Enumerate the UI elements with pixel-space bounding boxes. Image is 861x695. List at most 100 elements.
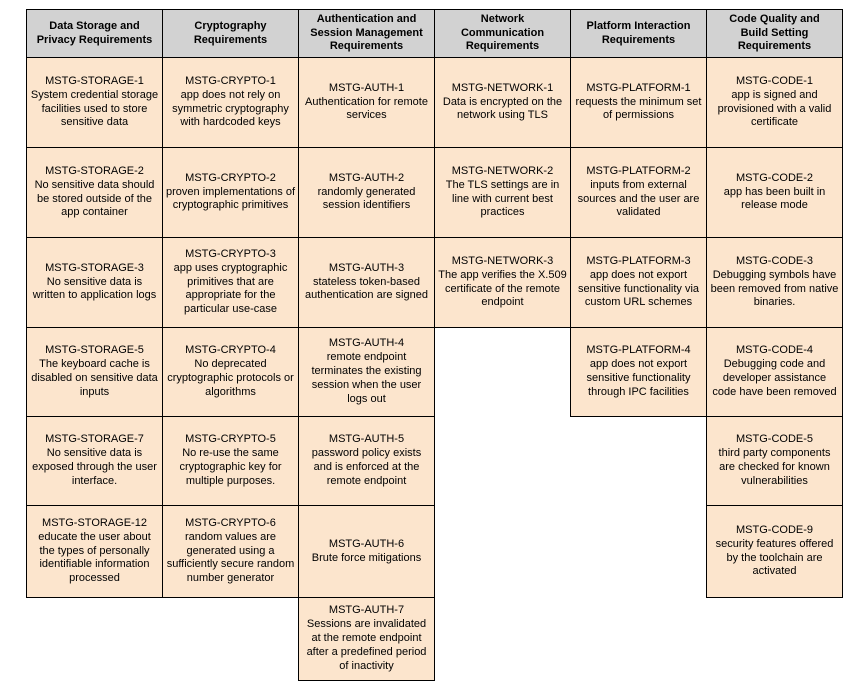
requirement-code: MSTG-NETWORK-1	[451, 81, 554, 94]
requirement-code: MSTG-PLATFORM-4	[586, 344, 691, 357]
requirement-code: MSTG-STORAGE-12	[42, 516, 147, 529]
requirement-description: app does not export sensitive functional…	[577, 268, 700, 309]
requirement-description: No sensitive data is written to applicat…	[32, 275, 157, 302]
requirement-code: MSTG-STORAGE-5	[45, 344, 144, 357]
requirement-code: MSTG-AUTH-3	[328, 261, 405, 274]
requirement-code: MSTG-CRYPTO-4	[185, 344, 276, 357]
requirement-description: third party components are checked for k…	[718, 447, 831, 487]
requirement-code: MSTG-AUTH-2	[328, 171, 405, 184]
requirement-description: No sensitive data is exposed through the…	[32, 447, 157, 487]
requirement-code: MSTG-STORAGE-2	[45, 164, 144, 177]
requirement-description: educate the user about the types of pers…	[38, 530, 151, 585]
requirement-description: Authentication for remote services	[305, 95, 428, 122]
requirement-code: MSTG-CODE-9	[736, 523, 813, 536]
column-header: Code Quality and Build Setting Requireme…	[706, 9, 843, 58]
requirement-description: stateless token-based authentication are…	[305, 275, 428, 302]
requirement-code: MSTG-AUTH-5	[328, 433, 405, 446]
requirement-code: MSTG-PLATFORM-3	[586, 254, 691, 267]
requirement-code: MSTG-CODE-1	[736, 74, 813, 87]
requirement-code: MSTG-PLATFORM-2	[586, 164, 691, 177]
requirement-description: remote endpoint terminates the existing …	[311, 351, 422, 405]
requirement-description: No re-use the same cryptographic key for…	[179, 447, 282, 487]
column-header: Platform Interaction Requirements	[570, 9, 707, 58]
requirement-description: app has been built in release mode	[723, 185, 826, 212]
requirement-description: password policy exists and is enforced a…	[311, 447, 422, 487]
requirement-description: Debugging code and developer assistance …	[712, 358, 837, 398]
requirement-code: MSTG-CRYPTO-3	[185, 247, 276, 260]
requirement-description: Data is encrypted on the network using T…	[442, 95, 563, 122]
requirement-code: MSTG-NETWORK-2	[451, 164, 554, 177]
requirement-code: MSTG-STORAGE-7	[45, 433, 144, 446]
requirement-code: MSTG-CODE-4	[736, 344, 813, 357]
requirement-code: MSTG-CODE-5	[736, 433, 813, 446]
requirement-code: MSTG-CODE-3	[736, 254, 813, 267]
requirement-code: MSTG-AUTH-6	[328, 537, 405, 550]
requirement-description: The keyboard cache is disabled on sensit…	[31, 358, 158, 398]
requirement-code: MSTG-STORAGE-1	[45, 74, 144, 87]
requirement-code: MSTG-CODE-2	[736, 171, 813, 184]
requirement-description: random values are generated using a suff…	[166, 530, 295, 585]
column-header: Authentication and Session Management Re…	[298, 9, 435, 58]
column-header: Cryptography Requirements	[162, 9, 299, 58]
requirement-description: No deprecated cryptographic protocols or…	[167, 358, 294, 398]
requirement-code: MSTG-CRYPTO-6	[185, 516, 276, 529]
requirement-code: MSTG-CRYPTO-2	[185, 171, 276, 184]
requirement-code: MSTG-CRYPTO-1	[185, 74, 276, 87]
requirement-description: requests the minimum set of permissions	[575, 95, 702, 122]
requirement-description: randomly generated session identifiers	[317, 185, 416, 212]
requirement-description: System credential storage facilities use…	[30, 88, 159, 129]
requirement-description: Brute force mitigations	[311, 551, 422, 564]
requirement-description: The app verifies the X.509 certificate o…	[438, 268, 567, 309]
requirement-description: inputs from external sources and the use…	[577, 178, 700, 219]
requirement-description: The TLS settings are in line with curren…	[445, 178, 560, 219]
requirement-code: MSTG-STORAGE-3	[45, 261, 144, 274]
requirement-description: Debugging symbols have been removed from…	[710, 268, 839, 309]
column-header: Network Communication Requirements	[434, 9, 571, 58]
requirement-code: MSTG-CRYPTO-5	[185, 433, 276, 446]
requirement-code: MSTG-AUTH-7	[328, 604, 405, 617]
requirement-description: app does not rely on symmetric cryptogra…	[172, 88, 289, 129]
column-header: Data Storage and Privacy Requirements	[26, 9, 163, 58]
requirement-code: MSTG-AUTH-4	[328, 337, 405, 350]
requirement-description: No sensitive data should be stored outsi…	[34, 178, 155, 219]
requirement-description: app does not export sensitive functional…	[586, 358, 691, 398]
requirement-description: proven implementations of cryptographic …	[166, 185, 296, 212]
requirement-code: MSTG-AUTH-1	[328, 81, 405, 94]
requirement-code: MSTG-PLATFORM-1	[586, 81, 691, 94]
requirement-description: Sessions are invalidated at the remote e…	[306, 618, 427, 672]
requirement-code: MSTG-NETWORK-3	[451, 254, 554, 267]
requirement-description: app is signed and provisioned with a val…	[717, 88, 832, 129]
